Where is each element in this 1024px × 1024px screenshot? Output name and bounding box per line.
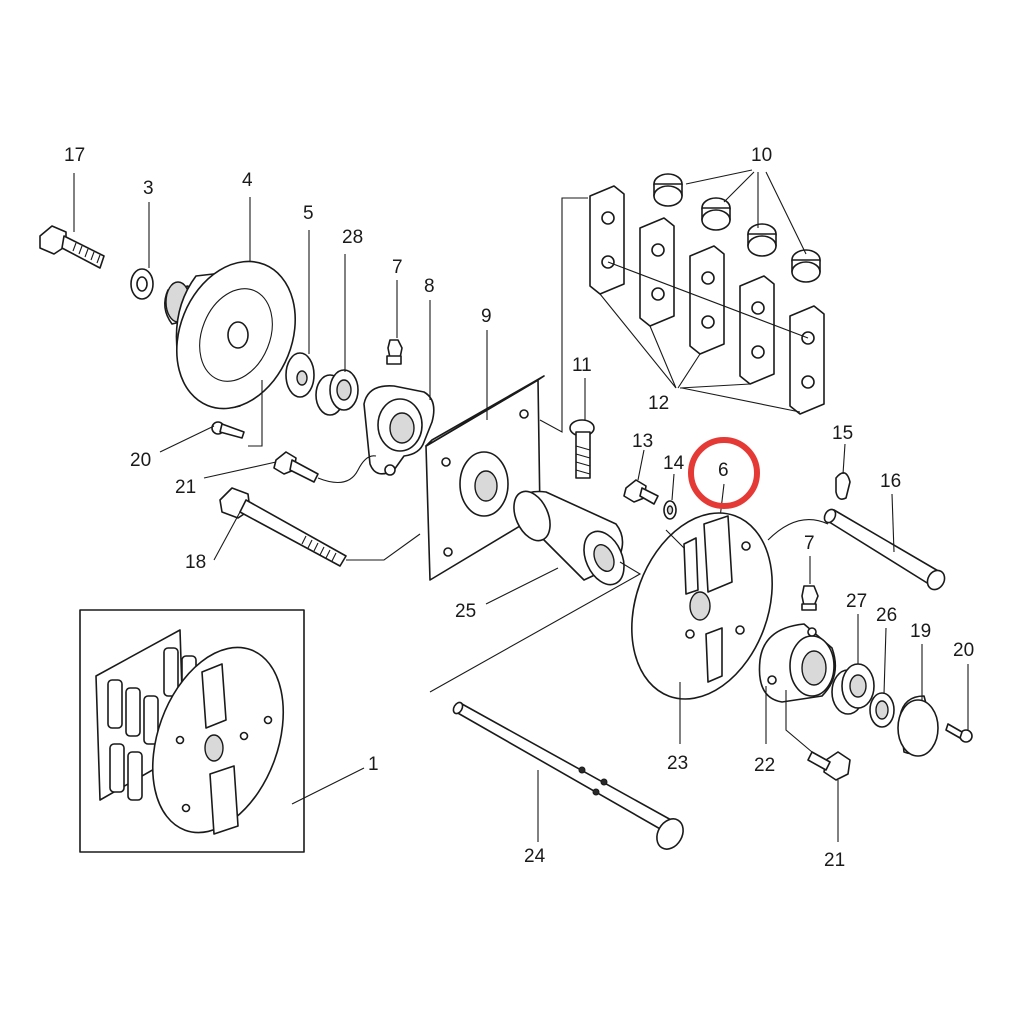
label-13: 13 xyxy=(632,431,653,452)
label-14: 14 xyxy=(663,453,685,474)
part-9-mounting-plate xyxy=(425,197,588,581)
part-4-pulley-hub xyxy=(164,197,297,410)
label-22: 22 xyxy=(754,755,775,776)
label-21-left: 21 xyxy=(175,477,196,498)
part-13-bolt xyxy=(623,449,659,505)
label-28: 28 xyxy=(342,227,363,248)
part-7-grease-nipple-right xyxy=(801,556,819,611)
part-23-rotor-disc xyxy=(631,512,829,744)
part-26-spacer xyxy=(869,627,895,728)
part-1-assembly-inset xyxy=(79,609,365,853)
label-23: 23 xyxy=(667,753,688,774)
part-17-bolt xyxy=(39,173,105,269)
part-20-screw-left xyxy=(159,421,245,453)
label-26: 26 xyxy=(876,605,897,626)
part-5-spacer xyxy=(285,230,315,398)
part-22-flange-housing xyxy=(758,623,837,753)
leader-bracket-left xyxy=(248,380,263,447)
part-21-bolt-right xyxy=(807,751,851,842)
part-7-grease-nipple-left xyxy=(386,280,403,365)
part-15-pin-clip xyxy=(835,443,851,500)
label-4: 4 xyxy=(242,170,253,191)
label-9: 9 xyxy=(481,306,492,327)
label-17: 17 xyxy=(64,145,85,166)
label-10: 10 xyxy=(751,145,772,166)
label-18: 18 xyxy=(185,552,206,573)
label-8: 8 xyxy=(424,276,435,297)
part-8-bearing-housing xyxy=(363,300,435,476)
part-10-bushings xyxy=(653,169,821,283)
label-20-left: 20 xyxy=(130,450,151,471)
label-27: 27 xyxy=(846,591,867,612)
part-16-shaft-pin xyxy=(823,493,946,591)
label-21-right: 21 xyxy=(824,850,845,871)
label-11: 11 xyxy=(572,355,592,376)
part-12-hammer-plates xyxy=(589,185,825,415)
label-3: 3 xyxy=(143,178,154,199)
label-16: 16 xyxy=(880,471,901,492)
part-20-screw-right xyxy=(945,664,973,743)
label-6: 6 xyxy=(718,460,729,481)
label-24: 24 xyxy=(524,846,546,867)
part-18-long-bolt xyxy=(213,487,421,567)
part-24-main-shaft xyxy=(452,701,684,850)
highlight-circle-part-6 xyxy=(688,437,760,509)
label-7-right: 7 xyxy=(804,533,815,554)
label-7-left: 7 xyxy=(392,257,403,278)
part-3-washer xyxy=(130,202,154,300)
label-15: 15 xyxy=(832,423,853,444)
label-20-right: 20 xyxy=(953,640,974,661)
part-21-bolt-left xyxy=(203,451,319,483)
part-labels: 17 3 4 5 28 7 8 9 10 11 12 13 14 6 15 16… xyxy=(64,145,974,871)
part-11-bolt xyxy=(569,378,595,479)
part-14-washer xyxy=(663,473,677,520)
label-19: 19 xyxy=(910,621,931,642)
label-25: 25 xyxy=(455,601,476,622)
label-1: 1 xyxy=(368,754,379,775)
part-25-coupling-sleeve xyxy=(429,490,642,693)
leader-curve-left xyxy=(317,455,377,484)
label-5: 5 xyxy=(303,203,314,224)
part-19-end-cap xyxy=(897,644,939,757)
part-27-bearing xyxy=(831,614,875,715)
label-12: 12 xyxy=(648,393,669,414)
part-28-bearing xyxy=(315,254,359,416)
